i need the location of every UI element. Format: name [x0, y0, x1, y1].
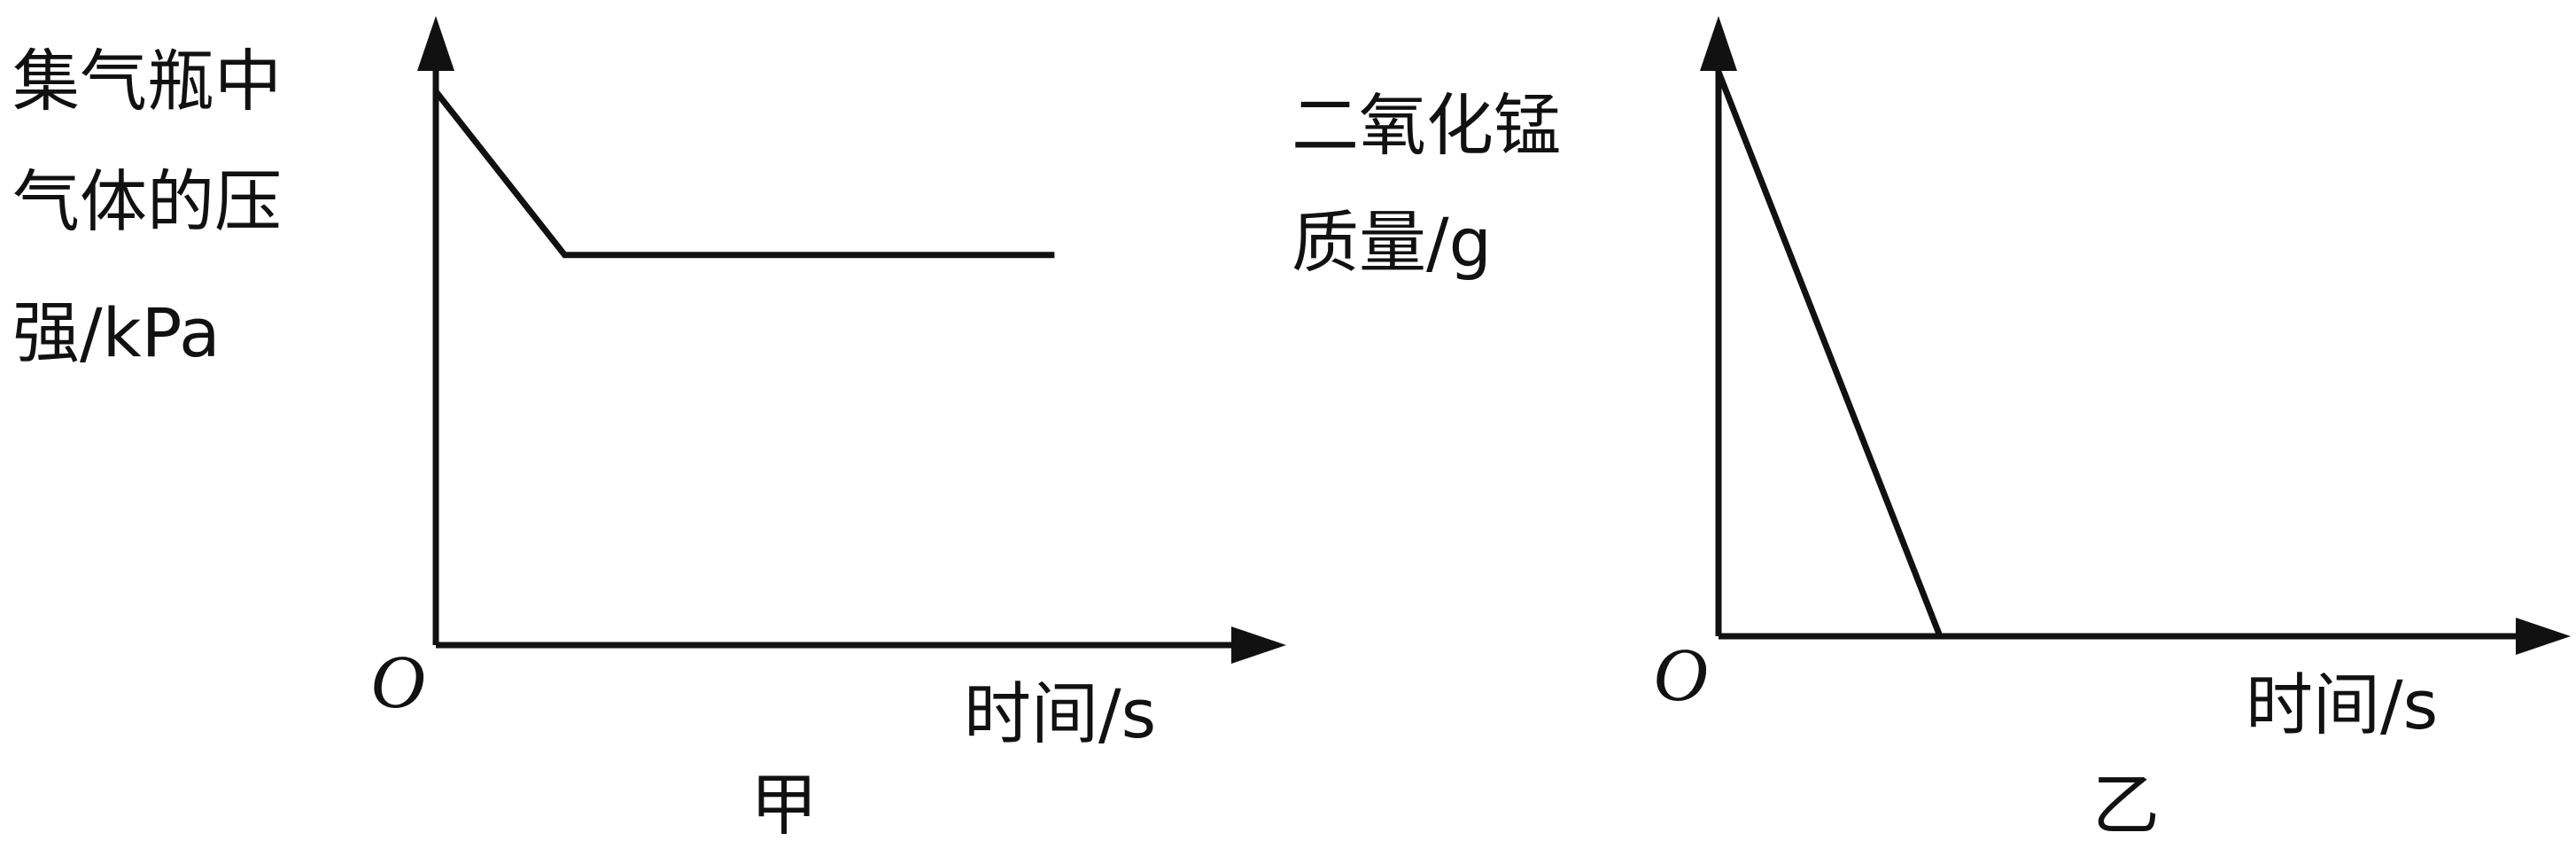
x-axis-arrow [2516, 618, 2571, 655]
y-axis-label-line-1: 二氧化锰 [1292, 86, 1561, 165]
series-line [433, 89, 1055, 259]
series-line [1715, 70, 1944, 638]
chart-yi: 二氧化锰 质量/g O 时间/s 乙 [1292, 16, 2571, 844]
x-axis-arrow [1231, 626, 1286, 664]
y-axis-arrow [417, 16, 454, 71]
chart-caption: 甲 [750, 766, 818, 844]
y-axis-label: 集气瓶中 气体的压 强/kPa [12, 42, 282, 372]
y-axis-arrow [1700, 16, 1737, 71]
chart-jia: 集气瓶中 气体的压 强/kPa O 时间/s 甲 [12, 16, 1286, 844]
y-axis-label-line-2: 质量/g [1292, 203, 1492, 282]
y-axis-label-line-2: 气体的压 [12, 162, 282, 241]
x-axis-label: 时间/s [2246, 665, 2438, 744]
origin-label: O [370, 639, 425, 724]
origin-label: O [1653, 632, 1708, 717]
y-axis-label-line-1: 集气瓶中 [12, 42, 282, 121]
y-axis-label-line-3: 强/kPa [12, 293, 221, 372]
x-axis-label: 时间/s [964, 674, 1156, 753]
chart-caption: 乙 [2092, 766, 2160, 844]
y-axis-label: 二氧化锰 质量/g [1292, 86, 1561, 282]
